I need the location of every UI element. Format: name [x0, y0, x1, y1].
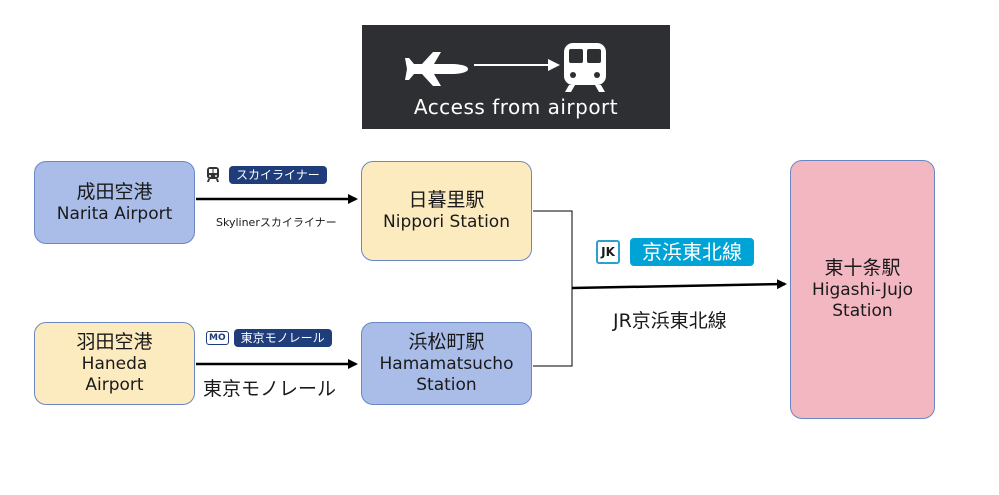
nippori-station-box: 日暮里駅 Nippori Station — [361, 161, 532, 261]
monorail-label: 東京モノレール — [203, 378, 337, 400]
transfer-bracket — [533, 210, 573, 367]
nippori-en: Nippori Station — [383, 212, 510, 233]
train-icon — [206, 167, 220, 183]
higashi-jujo-en-line1: Higashi-Jujo — [811, 280, 914, 301]
keihin-tohoku-badge-label: 京浜東北線 — [630, 238, 754, 266]
monorail-badge-label: 東京モノレール — [233, 329, 332, 347]
hamamatsucho-ja: 浜松町駅 — [408, 331, 485, 354]
header-banner: Access from airport — [362, 25, 670, 129]
haneda-airport-box: 羽田空港 Haneda Airport — [34, 322, 195, 405]
monorail-icon: MO — [206, 331, 229, 345]
train-icon — [564, 43, 606, 92]
banner-graphic — [405, 43, 606, 92]
keihin-tohoku-label: JR京浜東北線 — [613, 310, 727, 332]
haneda-en-line1: Haneda — [81, 354, 148, 375]
skyliner-badge: スカイライナー — [206, 166, 327, 184]
haneda-ja: 羽田空港 — [76, 331, 153, 354]
airplane-icon — [405, 52, 468, 86]
nippori-ja: 日暮里駅 — [408, 189, 485, 212]
higashi-jujo-ja: 東十条駅 — [824, 257, 901, 280]
banner-caption: Access from airport — [413, 95, 619, 119]
keihin-tohoku-arrow — [571, 279, 787, 290]
higashi-jujo-en-line2: Station — [832, 301, 893, 322]
jk-line-icon: JK — [596, 240, 620, 264]
hamamatsucho-en-line2: Station — [416, 375, 477, 396]
monorail-badge: MO 東京モノレール — [206, 329, 332, 347]
narita-en: Narita Airport — [56, 203, 173, 224]
higashi-jujo-station-box: 東十条駅 Higashi-Jujo Station — [790, 160, 935, 419]
hamamatsucho-station-box: 浜松町駅 Hamamatsucho Station — [361, 322, 532, 405]
haneda-en-line2: Airport — [85, 375, 144, 396]
narita-ja: 成田空港 — [76, 180, 153, 203]
skyliner-label: Skylinerスカイライナー — [216, 216, 337, 229]
skyliner-badge-label: スカイライナー — [229, 166, 327, 184]
banner-arrow-head — [548, 59, 560, 71]
hamamatsucho-en-line1: Hamamatsucho — [379, 354, 514, 375]
narita-airport-box: 成田空港 Narita Airport — [34, 161, 195, 244]
keihin-tohoku-badge: JK 京浜東北線 — [596, 238, 754, 266]
